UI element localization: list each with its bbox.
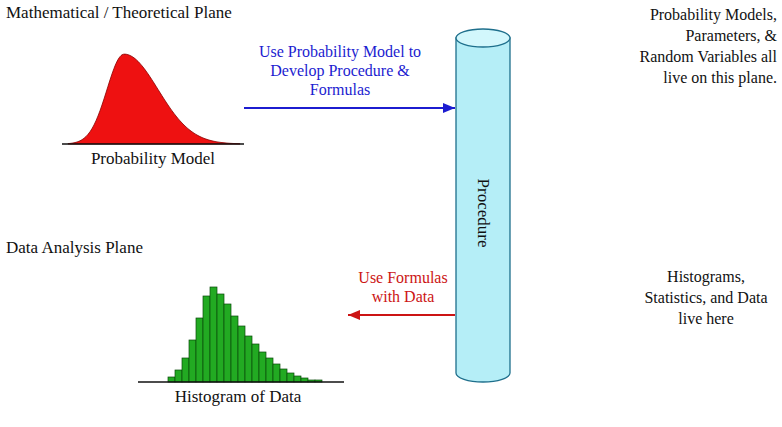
- histogram-bar: [217, 294, 224, 382]
- histogram-bar: [182, 358, 189, 382]
- histogram-baseline: [138, 381, 344, 383]
- histogram-bar: [273, 364, 280, 382]
- histogram-bar: [231, 316, 238, 382]
- plane-surface: [4, 262, 634, 422]
- figure-caption: Histogram of Data: [175, 387, 302, 407]
- side-note: Histograms, Statistics, and Data live he…: [640, 266, 772, 329]
- histogram-bar: [210, 287, 217, 382]
- density-fill: [68, 54, 240, 144]
- histogram-bar: [203, 296, 210, 382]
- plane-shape: [0, 236, 636, 426]
- figure-caption: Probability Model: [91, 149, 215, 169]
- cylinder-body: [456, 38, 510, 382]
- procedure-label: Procedure: [473, 179, 493, 248]
- histogram-bar: [294, 376, 301, 382]
- histogram-bar: [259, 352, 266, 382]
- histogram-bar: [175, 370, 182, 382]
- cylinder-top: [456, 29, 510, 47]
- data-histogram: Histogram of Data: [128, 284, 348, 416]
- arrow-label: Use Probability Model to Develop Procedu…: [250, 42, 430, 99]
- arrow-label: Use Formulas with Data: [354, 268, 452, 306]
- probability-model: Probability Model: [62, 48, 244, 176]
- plane-surface: [4, 38, 630, 190]
- histogram-bar: [266, 358, 273, 382]
- curve-baseline: [62, 143, 244, 145]
- plane-panel: Data Analysis PlaneHistogram of Data: [0, 236, 636, 426]
- plane-heading: Mathematical / Theoretical Plane: [6, 3, 232, 23]
- histogram-bar: [189, 340, 196, 382]
- procedure-cylinder: Procedure: [455, 28, 511, 384]
- side-note: Probability Models, Parameters, & Random…: [630, 4, 777, 88]
- flow-arrow: [244, 107, 455, 109]
- histogram-bar: [287, 373, 294, 382]
- histogram-bar: [280, 369, 287, 382]
- flow-arrow: [348, 314, 455, 316]
- plane-heading: Data Analysis Plane: [6, 238, 143, 258]
- histogram-bar: [238, 326, 245, 382]
- histogram-bar: [252, 344, 259, 382]
- histogram-bar: [245, 336, 252, 382]
- histogram-bar: [224, 304, 231, 382]
- histogram-bar: [196, 318, 203, 382]
